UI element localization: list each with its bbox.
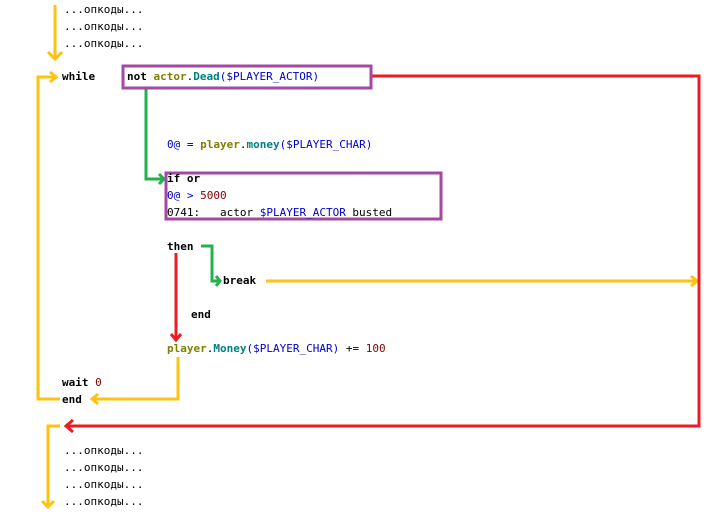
- inner-end-keyword: end: [191, 308, 211, 321]
- player-actor-arg: $PLAYER_ACTOR: [259, 206, 346, 219]
- while-condition: not actor.Dead($PLAYER_ACTOR): [127, 70, 319, 83]
- opcodes-placeholder: ...опкоды...: [64, 478, 144, 491]
- money-method: Money: [213, 342, 247, 355]
- opcodes-placeholder: ...опкоды...: [64, 3, 144, 16]
- opcode-text: 0741: actor: [167, 206, 260, 219]
- player-object: player: [167, 342, 207, 355]
- opcodes-placeholder: ...опкоды...: [64, 20, 144, 33]
- dot: .: [239, 138, 247, 151]
- money-method: money: [246, 138, 280, 151]
- money-to-end-arrow: [89, 357, 180, 406]
- break-exit-arrow: [266, 274, 700, 288]
- op: +=: [339, 342, 366, 355]
- var-0: 0@: [167, 138, 181, 151]
- loop-back-arrow: [36, 70, 60, 401]
- var-0: 0@: [167, 189, 181, 202]
- loop-entry-arrow: [46, 5, 64, 62]
- break-keyword: break: [223, 274, 257, 287]
- opcodes-placeholder: ...опкоды...: [64, 444, 144, 457]
- player-char-arg: ($PLAYER_CHAR): [246, 342, 340, 355]
- then-true-arrow: [201, 244, 222, 287]
- opcodes-placeholder: ...опкоды...: [64, 461, 144, 474]
- player-actor-arg: $PLAYER_ACTOR: [226, 70, 313, 83]
- outer-end-keyword: end: [62, 393, 82, 406]
- if-condition-2: 0741: actor $PLAYER_ACTOR busted: [167, 206, 392, 219]
- player-object: player: [200, 138, 240, 151]
- if-or-keyword: if or: [167, 172, 201, 185]
- op: >: [180, 189, 201, 202]
- dot: .: [186, 70, 194, 83]
- then-keyword: then: [167, 240, 194, 253]
- money-line: player.Money($PLAYER_CHAR) += 100: [167, 342, 386, 355]
- loop-exit-down-arrow: [40, 424, 60, 510]
- dead-method: Dead: [193, 70, 220, 83]
- if-condition-box: [164, 171, 443, 221]
- wait-keyword: wait: [62, 376, 89, 389]
- while-keyword: while: [62, 70, 96, 83]
- condition-true-arrow: [144, 89, 167, 186]
- actor-object: actor: [153, 70, 187, 83]
- wait-line: wait 0: [62, 376, 102, 389]
- if-condition-1: 0@ > 5000: [167, 189, 227, 202]
- assign-line: 0@ = player.money($PLAYER_CHAR): [167, 138, 372, 151]
- condition-false-arrow: [63, 74, 701, 434]
- op: =: [180, 138, 201, 151]
- busted-text: busted: [345, 206, 393, 219]
- number: 100: [365, 342, 386, 355]
- paren: (: [219, 70, 227, 83]
- paren: ): [312, 70, 320, 83]
- player-char-arg: ($PLAYER_CHAR): [279, 138, 373, 151]
- dot: .: [206, 342, 214, 355]
- while-condition-box: [121, 64, 373, 90]
- opcodes-placeholder: ...опкоды...: [64, 37, 144, 50]
- number: 5000: [200, 189, 227, 202]
- then-false-arrow: [169, 253, 183, 343]
- number: 0: [95, 376, 102, 389]
- opcodes-placeholder: ...опкоды...: [64, 495, 144, 508]
- not-keyword: not: [127, 70, 147, 83]
